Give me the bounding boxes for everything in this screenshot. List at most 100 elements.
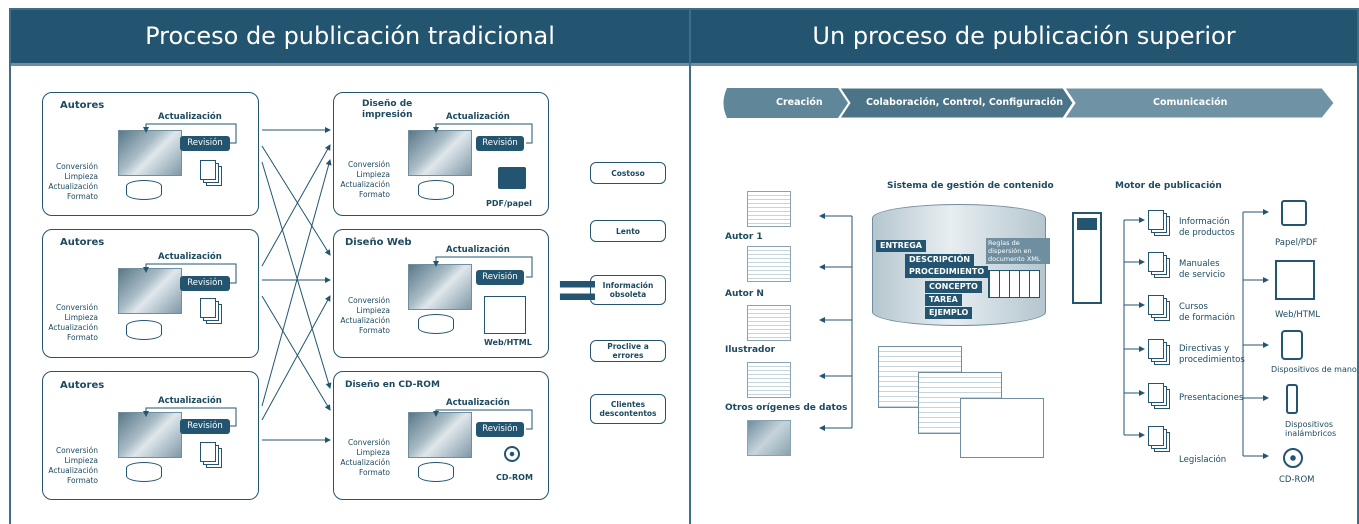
channel-wireless: Dispositivos inalámbricos xyxy=(1285,420,1337,438)
source-other-data: Otros orígenes de datos xyxy=(725,403,848,413)
equals-sign: = xyxy=(554,257,601,322)
source-thumb-2 xyxy=(747,246,791,282)
database-icon xyxy=(418,314,454,334)
pages-icon xyxy=(200,442,216,462)
tree-procedimiento: PROCEDIMIENTO xyxy=(905,266,989,278)
doc-presentations: Presentaciones xyxy=(1179,393,1244,403)
channel-cdrom: CD-ROM xyxy=(1279,475,1315,485)
source-thumb-1 xyxy=(747,191,791,227)
printer-icon xyxy=(498,167,526,189)
source-illustrator: Ilustrador xyxy=(725,345,776,355)
source-steps-2: Conversión Limpieza Actualización Format… xyxy=(48,303,98,342)
source-author-1: Autor 1 xyxy=(725,232,763,242)
channel-handheld: Dispositivos de mano xyxy=(1271,365,1357,374)
design-label-cdrom: Diseño en CD-ROM xyxy=(345,380,440,390)
xml-note: Reglas de dispersión en documento XML xyxy=(986,238,1050,264)
web-page-icon xyxy=(484,296,526,334)
tree-entrega: ENTREGA xyxy=(876,240,926,252)
document-pages-icon xyxy=(1148,252,1164,272)
source-label-3: Autores xyxy=(60,380,105,391)
design-steps-print: Conversión Limpieza Actualización Format… xyxy=(340,160,390,199)
design-steps-cdrom: Conversión Limpieza Actualización Format… xyxy=(340,438,390,477)
design-review-web: Revisión xyxy=(476,270,524,285)
channel-web-html: Web/HTML xyxy=(1275,310,1321,320)
cdrom-icon xyxy=(1283,448,1303,468)
database-icon xyxy=(126,462,162,482)
stage-collaboration: Colaboración, Control, Configuración xyxy=(866,97,1064,108)
doc-policies: Directivas y procedimientos xyxy=(1179,344,1245,365)
tree-concepto: CONCEPTO xyxy=(925,281,982,293)
result-error-prone: Proclive a errores xyxy=(590,340,666,362)
design-screen-print xyxy=(408,130,472,176)
stage-creation: Creación xyxy=(776,97,823,108)
traditional-process-title: Proceso de publicación tradicional xyxy=(11,10,689,66)
source-label-1: Autores xyxy=(60,100,105,111)
xml-grid xyxy=(988,270,1040,298)
author-screen-3 xyxy=(118,412,182,458)
screens-stack xyxy=(960,398,1044,458)
design-review-print: Revisión xyxy=(476,136,524,151)
document-pages-icon xyxy=(1148,383,1164,403)
design-output-web: Web/HTML xyxy=(484,338,532,347)
doc-service-manuals: Manuales de servicio xyxy=(1179,259,1226,280)
web-page-icon xyxy=(1275,260,1315,300)
source-update-3: Actualización xyxy=(158,396,222,406)
handheld-icon xyxy=(1281,330,1303,360)
engine-title: Motor de publicación xyxy=(1115,181,1222,191)
tree-ejemplo: EJEMPLO xyxy=(925,307,973,319)
design-update-web: Actualización xyxy=(446,245,510,255)
source-thumb-3 xyxy=(747,305,791,341)
tree-tarea: TAREA xyxy=(925,294,962,306)
result-slow: Lento xyxy=(590,220,666,242)
document-pages-icon xyxy=(1148,426,1164,446)
channel-paper-pdf: Papel/PDF xyxy=(1275,238,1318,248)
cms-title: Sistema de gestión de contenido xyxy=(887,181,1054,191)
source-update-1: Actualización xyxy=(158,112,222,122)
source-author-n: Autor N xyxy=(725,289,764,299)
source-steps-1: Conversión Limpieza Actualización Format… xyxy=(48,162,98,201)
design-screen-cdrom xyxy=(408,412,472,458)
source-label-2: Autores xyxy=(60,237,105,248)
result-costly: Costoso xyxy=(590,162,666,184)
cdrom-icon xyxy=(504,446,520,462)
review-pill-2: Revisión xyxy=(180,276,230,291)
design-output-print: PDF/papel xyxy=(486,199,532,208)
source-thumb-4 xyxy=(747,362,791,398)
database-icon xyxy=(418,180,454,200)
document-pages-icon xyxy=(1148,210,1164,230)
result-unhappy-customers: Clientes descontentos xyxy=(590,394,666,424)
document-pages-icon xyxy=(1148,339,1164,359)
doc-product-info: Información de productos xyxy=(1179,217,1235,238)
design-screen-web xyxy=(408,264,472,310)
review-pill-3: Revisión xyxy=(180,419,230,434)
design-label-web: Diseño Web xyxy=(345,237,412,248)
source-steps-3: Conversión Limpieza Actualización Format… xyxy=(48,446,98,485)
superior-process-title: Un proceso de publicación superior xyxy=(691,10,1357,66)
design-label-print: Diseño de impresión xyxy=(362,99,413,120)
pages-icon xyxy=(200,160,216,180)
database-icon xyxy=(418,462,454,482)
source-update-2: Actualización xyxy=(158,252,222,262)
design-update-print: Actualización xyxy=(446,112,510,122)
database-icon xyxy=(126,320,162,340)
server-screen xyxy=(1077,218,1097,230)
review-pill-1: Revisión xyxy=(180,136,230,151)
printer-icon xyxy=(1281,200,1307,226)
stage-communication: Comunicación xyxy=(1153,97,1228,108)
doc-legislation: Legislación xyxy=(1179,455,1227,465)
tree-descripcion: DESCRIPCIÓN xyxy=(905,254,975,266)
author-screen-1 xyxy=(118,130,182,176)
document-pages-icon xyxy=(1148,295,1164,315)
design-steps-web: Conversión Limpieza Actualización Format… xyxy=(340,296,390,335)
doc-training-courses: Cursos de formación xyxy=(1179,302,1235,323)
source-thumb-5 xyxy=(747,420,791,456)
phone-icon xyxy=(1286,384,1298,414)
author-screen-2 xyxy=(118,268,182,314)
result-outdated: Información obsoleta xyxy=(590,275,666,305)
database-icon xyxy=(126,180,162,200)
design-review-cdrom: Revisión xyxy=(476,422,524,437)
design-update-cdrom: Actualización xyxy=(446,398,510,408)
pages-icon xyxy=(200,298,216,318)
